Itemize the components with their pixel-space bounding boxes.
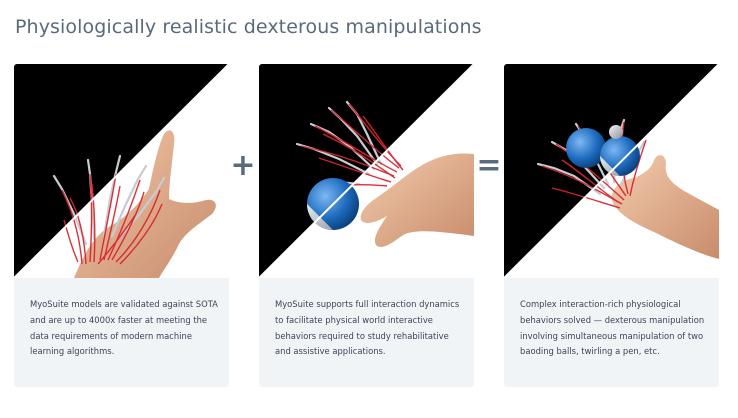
baoding-balls-image — [504, 64, 719, 278]
feature-card-validation: MyoSuite models are validated against SO… — [14, 64, 229, 387]
section-title: Physiologically realistic dexterous mani… — [15, 16, 482, 38]
hand-ball-image — [259, 64, 474, 278]
hand-model-image — [14, 64, 229, 278]
card-description: MyoSuite supports full interaction dynam… — [275, 299, 460, 357]
card-description: Complex interaction-rich physiological b… — [520, 299, 705, 357]
equals-operator: = — [476, 148, 502, 183]
feature-card-interaction: MyoSuite supports full interaction dynam… — [259, 64, 474, 387]
plus-operator: + — [230, 148, 256, 183]
card-description: MyoSuite models are validated against SO… — [30, 299, 218, 357]
feature-card-dexterous: Complex interaction-rich physiological b… — [504, 64, 719, 387]
